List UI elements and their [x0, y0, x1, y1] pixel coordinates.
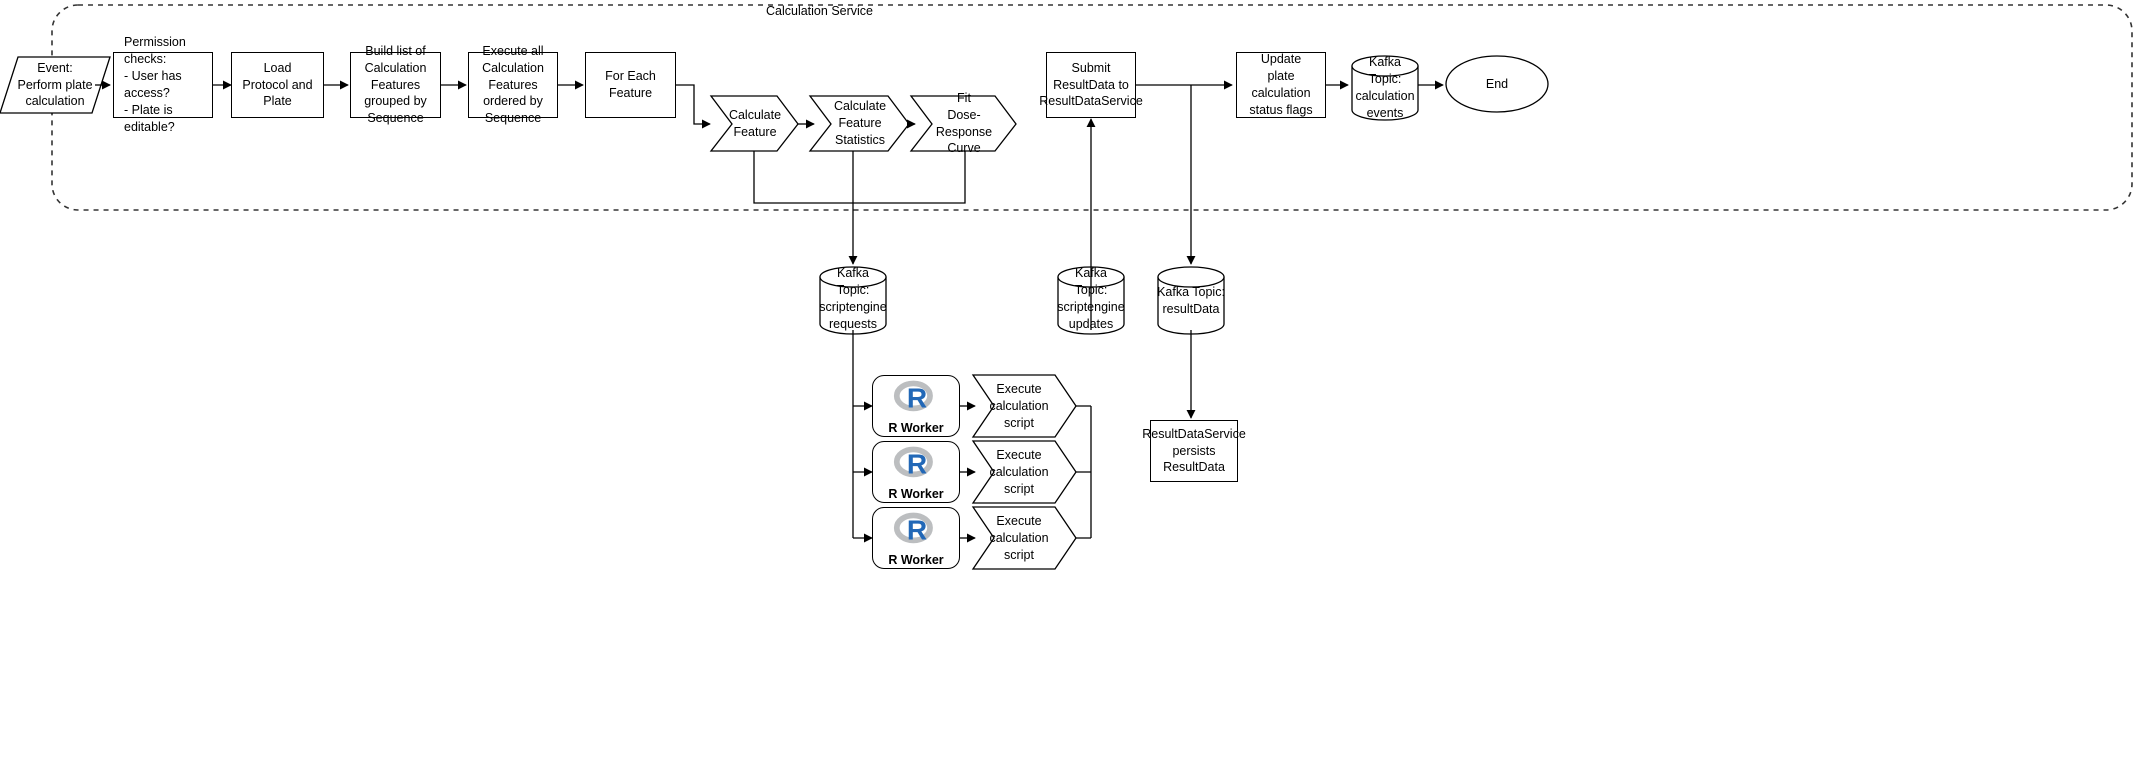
r-worker-2-label: R Worker [888, 487, 944, 501]
edge-foreach-to-calculate [676, 84, 711, 129]
calculation-service-boundary [51, 4, 2133, 211]
r-logo-icon: R [893, 512, 933, 545]
fit-dose-response-curve-shape[interactable] [909, 95, 1017, 152]
execute-script-1-shape[interactable] [971, 374, 1077, 438]
for-each-feature-box[interactable]: For Each Feature [585, 52, 676, 118]
build-list-box[interactable]: Build list of Calculation Features group… [350, 44, 441, 125]
resultdataservice-persists-box[interactable]: ResultDataService persists ResultData [1142, 420, 1246, 482]
execute-script-3-shape[interactable] [971, 506, 1077, 570]
execute-script-2-shape[interactable] [971, 440, 1077, 504]
edge-chevron-merge-bus [753, 151, 966, 204]
end-shape[interactable] [1445, 55, 1549, 113]
edge-scripts-right-bus [1076, 405, 1092, 539]
r-worker-1[interactable]: R R Worker [872, 375, 960, 437]
r-worker-3[interactable]: R R Worker [872, 507, 960, 569]
load-protocol-box[interactable]: Load Protocol and Plate [231, 52, 324, 118]
boundary-title: Calculation Service [766, 4, 873, 18]
kafka-scriptengine-requests-shape[interactable] [819, 266, 887, 335]
r-worker-3-label: R Worker [888, 553, 944, 567]
submit-resultdata-box[interactable]: Submit ResultData to ResultDataService [1039, 52, 1143, 118]
svg-text:R: R [907, 448, 927, 479]
r-worker-1-label: R Worker [888, 421, 944, 435]
kafka-calculation-events-shape[interactable] [1351, 55, 1419, 121]
svg-text:R: R [907, 514, 927, 545]
svg-text:R: R [907, 382, 927, 413]
permission-checks-box[interactable]: Permission checks: - User has access? - … [113, 35, 213, 134]
kafka-resultdata-shape[interactable] [1157, 266, 1225, 335]
r-worker-2[interactable]: R R Worker [872, 441, 960, 503]
update-status-flags-box[interactable]: Update plate calculation status flags [1236, 52, 1326, 118]
calculate-feature-shape[interactable] [709, 95, 799, 152]
execute-all-box[interactable]: Execute all Calculation Features ordered… [468, 44, 558, 125]
r-logo-icon: R [893, 380, 933, 413]
event-start-shape[interactable] [0, 56, 111, 114]
r-logo-icon: R [893, 446, 933, 479]
calculate-feature-statistics-shape[interactable] [808, 95, 910, 152]
